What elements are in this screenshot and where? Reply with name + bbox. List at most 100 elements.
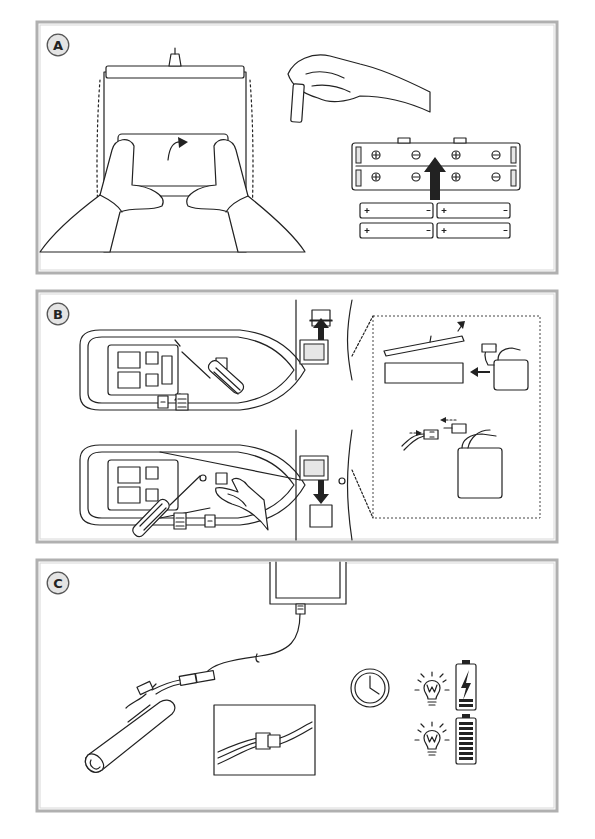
battery-icon: [459, 704, 473, 707]
step-letter-text: C: [53, 577, 63, 590]
battery-icon: [456, 718, 476, 764]
boat-hull: [80, 330, 305, 410]
hull-detail: [310, 320, 332, 321]
battery-pack: [494, 360, 528, 390]
charging-cable: [205, 614, 300, 674]
plug-connector: [440, 417, 446, 423]
hull-detail: [300, 456, 328, 480]
battery-pack: [470, 367, 490, 377]
inset-box: [280, 722, 312, 738]
hand: [216, 478, 268, 530]
screwdriver: [131, 352, 246, 539]
battery-pack: [458, 448, 502, 498]
battery-compartment: [457, 321, 465, 329]
battery-pack: [128, 705, 150, 722]
insert-arrow: [424, 157, 446, 200]
screw-icon: [176, 518, 184, 526]
charging-cable: [126, 614, 300, 708]
battery-pack: [85, 700, 175, 772]
battery-holder: [453, 152, 459, 158]
battery-pack: [452, 424, 466, 433]
battery-holder: [373, 152, 379, 158]
battery-pack: [462, 434, 496, 448]
inset-box: [268, 735, 280, 747]
remote-control: [178, 137, 188, 148]
battery-compartment: [385, 363, 463, 383]
inset-box: [218, 738, 258, 752]
letter-circle: [47, 34, 69, 56]
panel-frame: [40, 25, 554, 270]
boat-hull: [175, 340, 180, 400]
charging-cable: [137, 681, 153, 694]
step-letter-text: A: [53, 39, 63, 52]
battery-holder: [511, 147, 516, 163]
screw-icon: [178, 399, 186, 407]
battery-pack: [498, 348, 520, 360]
remote-control: [174, 48, 175, 54]
hull-detail: [300, 340, 328, 364]
led-icon: [428, 752, 436, 755]
wall-charger: [298, 606, 303, 609]
hand-with-battery: [306, 72, 344, 78]
battery-holder: [493, 154, 499, 155]
battery-holder: [356, 170, 361, 186]
panel-frame: [37, 22, 557, 273]
battery-pack: [482, 344, 496, 352]
boat-hull: [88, 337, 294, 403]
inset-box: [214, 705, 315, 775]
plug-connector: [404, 436, 424, 450]
hand: [40, 140, 305, 252]
battery-pack: [90, 760, 100, 769]
aa-battery: [442, 229, 507, 233]
battery-holder: [453, 174, 459, 180]
battery-holder: [412, 151, 420, 159]
plug-connector: [416, 430, 422, 436]
battery-holder: [413, 176, 419, 177]
led-icon: [415, 672, 449, 690]
hull-detail: [339, 478, 345, 484]
boat-hull: [80, 330, 305, 525]
hand-with-battery: [312, 85, 350, 92]
battery-holder: [398, 138, 410, 143]
battery-icon: [456, 664, 476, 710]
step-letter: C: [46, 571, 70, 595]
inset-box: [214, 705, 315, 775]
battery-holder: [372, 173, 380, 181]
hull-detail: [313, 480, 329, 504]
step-letter-text: B: [53, 308, 63, 321]
clock-icon: [351, 669, 389, 707]
plug-connector: [402, 417, 456, 450]
step-letter: A: [46, 33, 70, 57]
led-icon: [427, 685, 437, 692]
led-icon: [424, 731, 440, 750]
charging-cable: [256, 654, 259, 662]
screwdriver: [182, 352, 210, 378]
hull-detail: [310, 505, 332, 527]
boat-hull: [118, 352, 140, 368]
battery-holder: [493, 176, 499, 177]
charging-cable: [156, 684, 180, 694]
hand: [187, 140, 305, 252]
battery-holder: [412, 173, 420, 181]
battery-holder: [492, 151, 500, 159]
plug-connector: [424, 430, 438, 439]
aa-battery: [360, 203, 433, 218]
screwdriver: [170, 476, 200, 505]
led-icon: [428, 702, 436, 705]
hull-detail: [304, 460, 324, 476]
hand: [216, 478, 268, 530]
screw-icon: [176, 394, 188, 410]
led-icon: [415, 672, 449, 755]
aa-battery: [360, 223, 433, 238]
inset-box: [280, 728, 312, 744]
inset-box: [218, 746, 258, 764]
boat-hull: [108, 345, 178, 395]
charging-cable: [195, 670, 214, 682]
zoom-box: [352, 316, 373, 518]
boat-hull: [80, 445, 305, 525]
plug-connector: [402, 434, 424, 446]
wall-charger: [270, 562, 346, 614]
aa-battery: [360, 203, 510, 238]
remote-control: [106, 66, 244, 78]
panel-frame: [37, 560, 557, 811]
